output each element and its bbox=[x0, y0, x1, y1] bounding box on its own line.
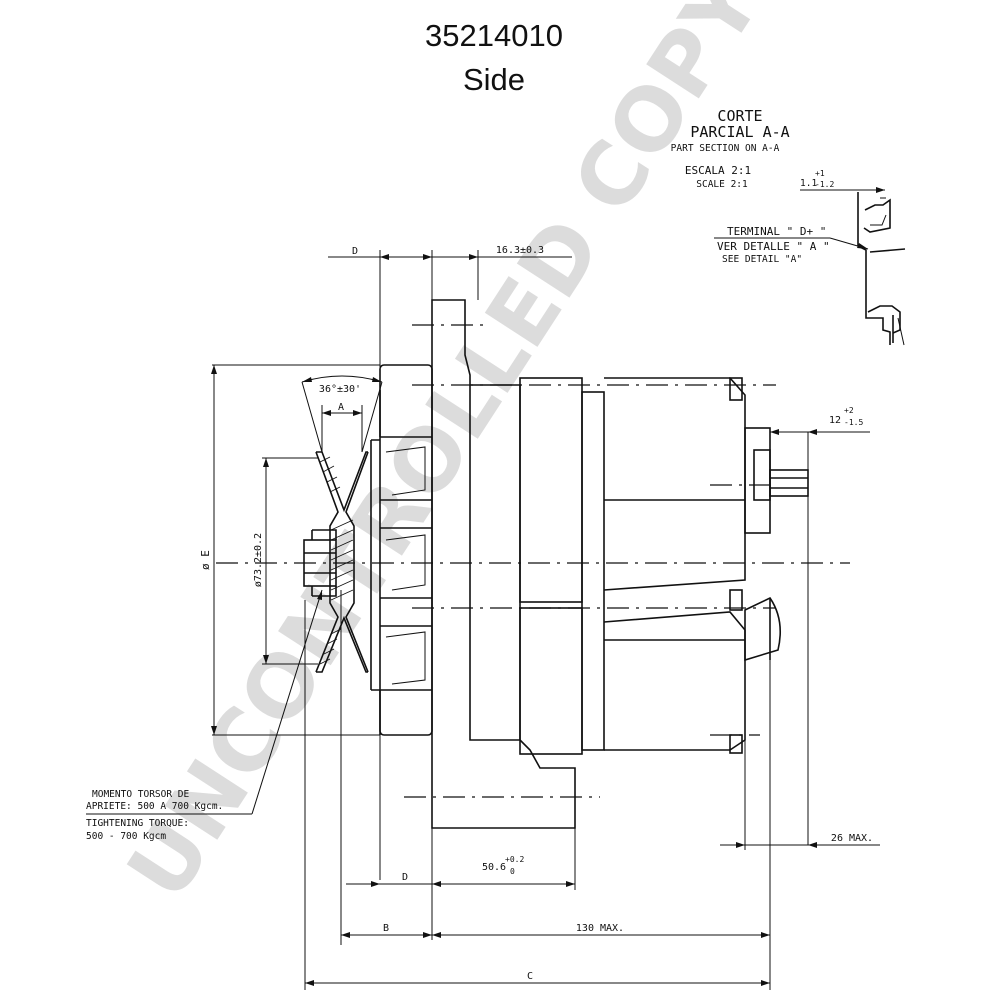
part-number-title: 35214010 bbox=[425, 18, 563, 53]
torque-es-line1: MOMENTO TORSOR DE bbox=[92, 789, 190, 800]
dim-a: A bbox=[338, 402, 344, 413]
dim-stud-base: 12 bbox=[829, 415, 841, 426]
pulley-nut bbox=[303, 539, 337, 587]
dim-130-max: 130 MAX. bbox=[576, 923, 624, 934]
section-note: CORTE PARCIAL A-A PART SECTION ON A-A ES… bbox=[671, 107, 790, 190]
section-note-line3: PART SECTION ON A-A bbox=[671, 143, 780, 154]
rear-terminals bbox=[729, 377, 809, 754]
dim-b: B bbox=[383, 923, 389, 934]
dimension-26-max: 26 MAX. bbox=[720, 620, 880, 850]
dimension-stud: 12 +2 -1.5 bbox=[769, 406, 870, 845]
dim-diameter-e: ø E bbox=[199, 550, 212, 570]
dim-stud-plus: +2 bbox=[844, 406, 854, 415]
dimension-top: D 16.3±0.3 bbox=[328, 245, 572, 940]
dimension-b-130: B 130 MAX. bbox=[340, 590, 771, 990]
dim-angle: 36°±30' bbox=[319, 384, 361, 395]
torque-es-line2: APRIETE: 500 A 700 Kgcm. bbox=[86, 801, 223, 812]
detail-tol-base: 1.1 bbox=[800, 178, 817, 189]
dimension-bottom-d: D 50.6 +0.2 0 bbox=[346, 828, 576, 890]
see-detail-es: VER DETALLE " A " bbox=[717, 240, 830, 253]
dim-pulley-diameter: ø73.2±0.2 bbox=[253, 533, 264, 587]
dimension-diameter-e: ø E bbox=[199, 364, 380, 736]
dim-d-bottom: D bbox=[402, 872, 408, 883]
section-scale-es: ESCALA 2:1 bbox=[685, 164, 751, 177]
torque-en-line2: 500 - 700 Kgcm bbox=[86, 831, 166, 842]
dim-flange-plus: +0.2 bbox=[505, 855, 524, 864]
torque-note: MOMENTO TORSOR DE APRIETE: 500 A 700 Kgc… bbox=[86, 589, 323, 842]
detail-tol-minus: -1.2 bbox=[815, 180, 834, 189]
dimension-angle: 36°±30' A bbox=[301, 375, 383, 453]
terminal-label: TERMINAL " D+ " bbox=[727, 225, 826, 238]
see-detail-en: SEE DETAIL "A" bbox=[722, 254, 802, 265]
view-title: Side bbox=[463, 62, 525, 97]
dim-c: C bbox=[527, 971, 533, 982]
section-scale-en: SCALE 2:1 bbox=[696, 179, 748, 190]
torque-en-line1: TIGHTENING TORQUE: bbox=[86, 818, 189, 829]
dim-d-top: D bbox=[352, 246, 358, 257]
section-note-line2: PARCIAL A-A bbox=[690, 123, 789, 141]
uncontrolled-copy-watermark: UNCONTROLLED COPY bbox=[109, 0, 782, 916]
dimension-pulley-diameter: ø73.2±0.2 bbox=[253, 457, 318, 665]
dim-stud-minus: -1.5 bbox=[844, 418, 863, 427]
dimension-c: C bbox=[304, 600, 770, 990]
pulley bbox=[303, 451, 369, 673]
terminal-note: TERMINAL " D+ " VER DETALLE " A " SEE DE… bbox=[714, 225, 869, 265]
detail-tolerance: 1.1 +1 -1.2 bbox=[800, 169, 885, 193]
detail-tol-plus: +1 bbox=[815, 169, 825, 178]
dim-16-3: 16.3±0.3 bbox=[496, 245, 544, 256]
dim-26-max: 26 MAX. bbox=[831, 833, 873, 844]
dim-flange-base: 50.6 bbox=[482, 862, 506, 873]
detail-a-sketch bbox=[857, 192, 906, 346]
section-note-line1: CORTE bbox=[717, 107, 762, 125]
dim-flange-minus: 0 bbox=[510, 867, 515, 876]
